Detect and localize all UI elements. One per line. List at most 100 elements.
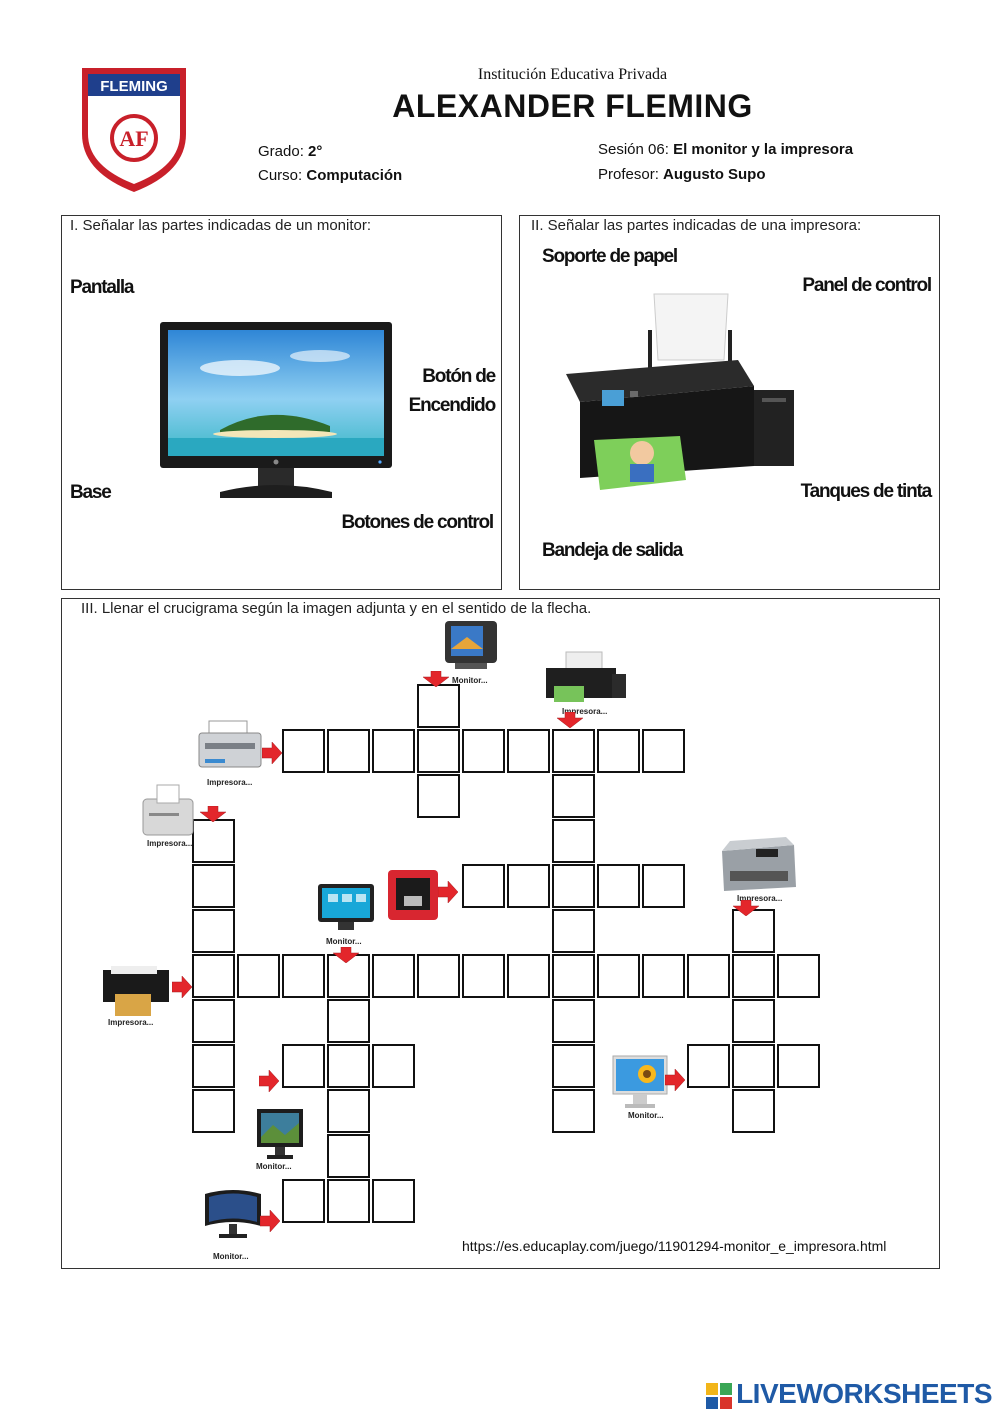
label-pantalla[interactable]: Pantalla	[70, 277, 134, 298]
crossword-cell[interactable]	[417, 954, 460, 998]
crossword-cell[interactable]	[642, 954, 685, 998]
label-botones-control[interactable]: Botones de control	[341, 512, 494, 533]
crossword-cell[interactable]	[597, 864, 640, 908]
touch-monitor-icon	[318, 884, 374, 930]
course-line: Curso: Computación	[258, 167, 402, 184]
section2-title: II. Señalar las partes indicadas de una …	[531, 217, 862, 234]
crossword-cell[interactable]	[552, 1044, 595, 1088]
crossword-cell[interactable]	[552, 774, 595, 818]
crossword-cell[interactable]	[462, 864, 505, 908]
crossword-cell[interactable]	[282, 1044, 325, 1088]
crossword-cell[interactable]	[507, 729, 550, 773]
logo-monogram: AF	[119, 126, 148, 151]
arrow-down-icon	[733, 900, 759, 916]
crossword-cell[interactable]	[552, 954, 595, 998]
brand-text: LIVEWORKSHEETS	[736, 1378, 992, 1409]
school-logo: FLEMING AF	[82, 68, 186, 192]
dot-matrix-printer-icon	[198, 720, 262, 768]
label-bandeja-salida[interactable]: Bandeja de salida	[542, 540, 683, 561]
crossword-cell[interactable]	[372, 954, 415, 998]
crossword-cell[interactable]	[732, 1089, 775, 1133]
course-value: Computación	[306, 167, 403, 184]
crossword-cell[interactable]	[687, 954, 730, 998]
crossword-cell[interactable]	[417, 729, 460, 773]
crossword-cell[interactable]	[327, 999, 370, 1043]
source-url[interactable]: https://es.educaplay.com/juego/11901294-…	[462, 1238, 887, 1254]
crossword-cell[interactable]	[327, 1134, 370, 1178]
crossword-cell[interactable]	[327, 1089, 370, 1133]
caption-impresora: Impresora...	[737, 894, 783, 903]
institution-type: Institución Educativa Privada	[477, 66, 668, 83]
crossword-cell[interactable]	[507, 954, 550, 998]
crossword-cell[interactable]	[507, 864, 550, 908]
crossword-cell[interactable]	[777, 954, 820, 998]
crossword-cell[interactable]	[642, 729, 685, 773]
crossword-cell[interactable]	[327, 1179, 370, 1223]
printer-parts-section: II. Señalar las partes indicadas de una …	[519, 215, 940, 590]
teacher-label: Profesor:	[598, 166, 659, 183]
crossword-cell[interactable]	[552, 729, 595, 773]
crossword-cell[interactable]	[372, 1044, 415, 1088]
monitor-parts-section: I. Señalar las partes indicadas de un mo…	[61, 215, 502, 590]
teacher-line: Profesor: Augusto Supo	[598, 166, 766, 183]
label-boton-encendido-1[interactable]: Botón de	[422, 366, 496, 387]
crossword-cell[interactable]	[372, 1179, 415, 1223]
crossword-cell[interactable]	[192, 819, 235, 863]
crossword-cell[interactable]	[732, 999, 775, 1043]
crossword-cell[interactable]	[552, 999, 595, 1043]
crossword-cell[interactable]	[282, 729, 325, 773]
logo-text: FLEMING	[100, 78, 168, 95]
crossword-cell[interactable]	[552, 909, 595, 953]
session-label: Sesión 06:	[598, 141, 669, 158]
arrow-right-icon	[260, 1210, 280, 1232]
crossword-cell[interactable]	[642, 864, 685, 908]
crossword-cell[interactable]	[192, 954, 235, 998]
crossword-cell[interactable]	[552, 864, 595, 908]
label-tanques-tinta[interactable]: Tanques de tinta	[800, 481, 933, 502]
crossword-cell[interactable]	[192, 864, 235, 908]
crossword-cell[interactable]	[237, 954, 280, 998]
brand-logo-icon	[706, 1382, 733, 1409]
crossword-cell[interactable]	[192, 1044, 235, 1088]
crossword-cell[interactable]	[777, 1044, 820, 1088]
crossword-cell[interactable]	[192, 909, 235, 953]
caption-monitor: Monitor...	[628, 1111, 664, 1120]
arrow-right-icon	[172, 976, 192, 998]
crossword-cell[interactable]	[462, 729, 505, 773]
crossword-cell[interactable]	[462, 954, 505, 998]
crossword-cell[interactable]	[597, 954, 640, 998]
label-base[interactable]: Base	[70, 482, 112, 503]
crossword-cell[interactable]	[282, 954, 325, 998]
crossword-cell[interactable]	[192, 999, 235, 1043]
session-line: Sesión 06: El monitor y la impresora	[598, 141, 853, 158]
section1-title: I. Señalar las partes indicadas de un mo…	[70, 217, 372, 234]
label-boton-encendido-2[interactable]: Encendido	[408, 395, 497, 416]
crossword-cell[interactable]	[192, 1089, 235, 1133]
lcd-monitor-icon	[257, 1109, 303, 1159]
crossword-cell[interactable]	[372, 729, 415, 773]
arrow-right-icon	[259, 1070, 279, 1092]
label-panel-control[interactable]: Panel de control	[802, 275, 932, 296]
crt-monitor-icon	[445, 621, 497, 669]
teacher-value: Augusto Supo	[663, 166, 766, 183]
crossword-cell[interactable]	[417, 684, 460, 728]
crossword-cell[interactable]	[552, 819, 595, 863]
arrow-right-icon	[438, 881, 458, 903]
crossword-cell[interactable]	[282, 1179, 325, 1223]
monitor-illustration	[160, 322, 392, 498]
course-label: Curso:	[258, 167, 303, 184]
liveworksheets-brand[interactable]: LIVEWORKSHEETS	[706, 1378, 992, 1410]
crossword-cell[interactable]	[417, 774, 460, 818]
thermal-printer-icon	[142, 784, 194, 836]
crossword-cell[interactable]	[597, 729, 640, 773]
label-soporte-papel[interactable]: Soporte de papel	[542, 246, 678, 267]
crossword-cell[interactable]	[732, 1044, 775, 1088]
grade-label: Grado:	[258, 143, 304, 160]
crossword-cell[interactable]	[687, 1044, 730, 1088]
crossword-cell[interactable]	[327, 1044, 370, 1088]
crossword-cell[interactable]	[732, 954, 775, 998]
laser-printer-icon	[722, 837, 796, 891]
crossword-cell[interactable]	[552, 1089, 595, 1133]
curved-monitor-icon	[205, 1190, 261, 1238]
crossword-cell[interactable]	[327, 729, 370, 773]
